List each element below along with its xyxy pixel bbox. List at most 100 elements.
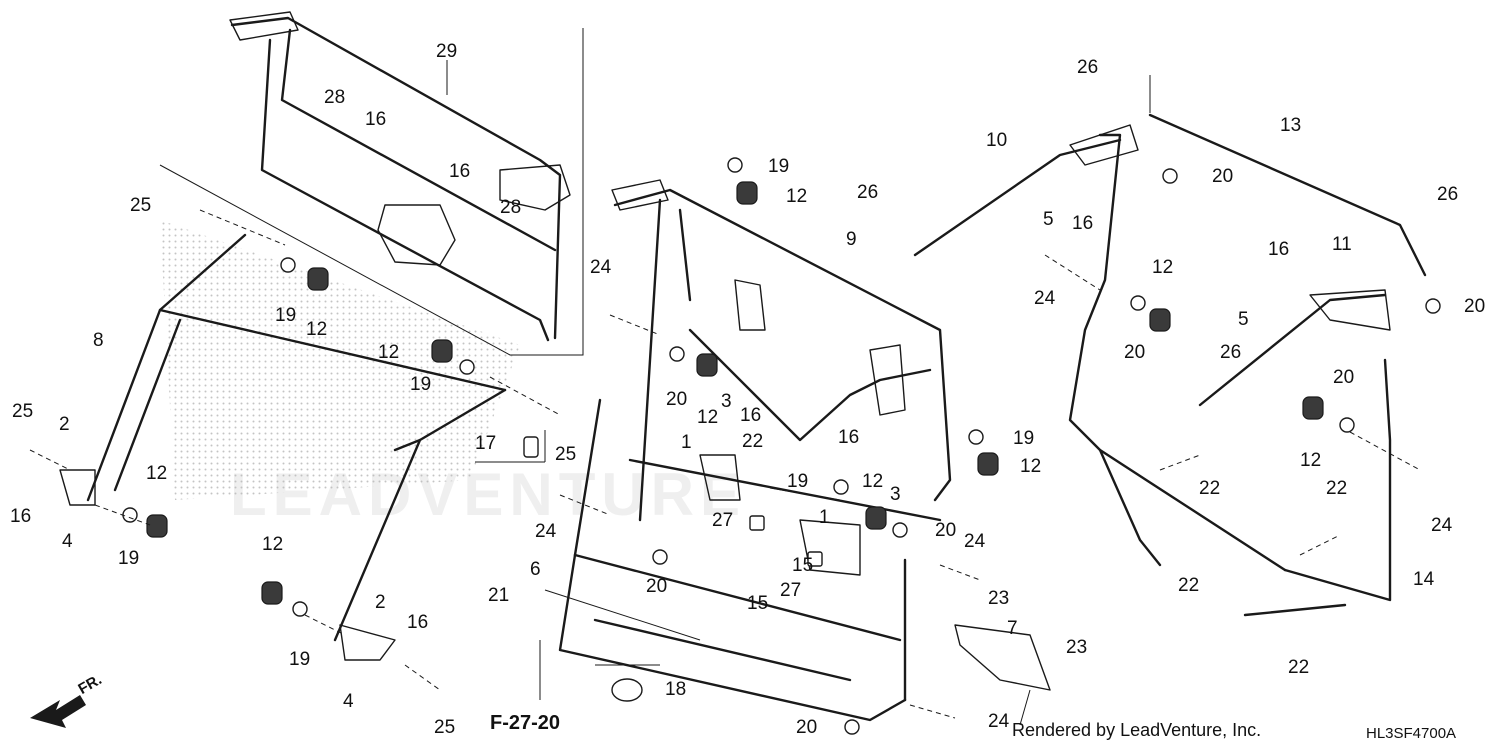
leader-lines [29,60,1421,726]
callout-19: 19 [787,471,809,492]
callout-16: 16 [1072,213,1094,234]
callout-7: 7 [1007,618,1018,639]
callout-12: 12 [1020,456,1042,477]
callout-24: 24 [964,531,986,552]
bar-13 [1148,113,1427,277]
callout-20: 20 [646,576,668,597]
callout-14: 14 [1413,569,1435,590]
callout-22: 22 [1326,478,1348,499]
callout-17: 17 [475,433,497,454]
callout-24: 24 [988,711,1010,732]
frame-9 [611,179,952,522]
callout-3: 3 [890,484,901,505]
frame-29 [229,11,571,342]
credit-text: Rendered by LeadVenture, Inc. [1012,720,1262,740]
callout-19: 19 [410,374,432,395]
callout-20: 20 [1333,367,1355,388]
callout-2: 2 [375,592,386,613]
callout-12: 12 [1300,450,1322,471]
callout-10: 10 [986,130,1008,151]
callout-22: 22 [1199,478,1221,499]
small-parts [122,157,1441,735]
callout-5: 5 [1238,309,1249,330]
callout-24: 24 [1034,288,1056,309]
callout-20: 20 [1464,296,1486,317]
callout-20: 20 [796,717,818,738]
callout-3: 3 [721,391,732,412]
callout-16: 16 [1268,239,1290,260]
callout-25: 25 [434,717,456,738]
callout-16: 16 [365,109,387,130]
callout-18: 18 [665,679,687,700]
frame-11 [1198,289,1391,407]
reference-label: F-27-20 [490,712,561,734]
frame-6 [558,398,942,722]
diagram-code: HL3SF4700A [1366,725,1457,742]
callout-26: 26 [1220,342,1242,363]
callout-12: 12 [697,407,719,428]
callout-22: 22 [1178,575,1200,596]
callout-23: 23 [1066,637,1088,658]
callout-6: 6 [530,559,541,580]
callout-24: 24 [590,257,612,278]
callout-12: 12 [1152,257,1174,278]
front-direction-arrow [30,695,86,728]
callout-19: 19 [275,305,297,326]
frame-8 [59,233,507,661]
callout-4: 4 [62,531,73,552]
callout-26: 26 [1437,184,1459,205]
callout-8: 8 [93,330,104,351]
callout-29: 29 [436,41,458,62]
callout-1: 1 [819,507,830,528]
callout-24: 24 [535,521,557,542]
callout-15: 15 [747,593,769,614]
callout-19: 19 [118,548,140,569]
callout-19: 19 [1013,428,1035,449]
subview-box-outline [159,28,584,356]
callout-1: 1 [681,432,692,453]
bar-10 [913,138,1122,257]
callout-15: 15 [792,555,814,576]
bracket-7 [954,624,1051,691]
callout-26: 26 [1077,57,1099,78]
callout-26: 26 [857,182,879,203]
callout-28: 28 [324,87,346,108]
callout-12: 12 [378,342,400,363]
callout-22: 22 [742,431,764,452]
callout-23: 23 [988,588,1010,609]
callout-27: 27 [712,510,734,531]
callout-12: 12 [786,186,808,207]
callout-12: 12 [146,463,168,484]
callout-12: 12 [262,534,284,555]
callout-19: 19 [289,649,311,670]
callout-27: 27 [780,580,802,601]
callout-12: 12 [306,319,328,340]
callout-16: 16 [740,405,762,426]
callout-28: 28 [500,197,522,218]
callout-5: 5 [1043,209,1054,230]
callout-20: 20 [935,520,957,541]
callout-20: 20 [1124,342,1146,363]
callout-21: 21 [488,585,510,606]
callout-16: 16 [838,427,860,448]
callout-25: 25 [12,401,34,422]
callout-13: 13 [1280,115,1302,136]
callout-25: 25 [130,195,152,216]
callout-16: 16 [407,612,429,633]
callout-20: 20 [666,389,688,410]
callout-2: 2 [59,414,70,435]
callout-19: 19 [768,156,790,177]
callout-16: 16 [10,506,32,527]
callout-11: 11 [1332,234,1352,255]
callout-12: 12 [862,471,884,492]
callout-20: 20 [1212,166,1234,187]
shaded-net-panel [160,220,520,500]
callout-25: 25 [555,444,577,465]
callout-22: 22 [1288,657,1310,678]
callout-9: 9 [846,229,857,250]
callout-4: 4 [343,691,354,712]
callout-24: 24 [1431,515,1453,536]
frame-14 [1068,124,1392,617]
